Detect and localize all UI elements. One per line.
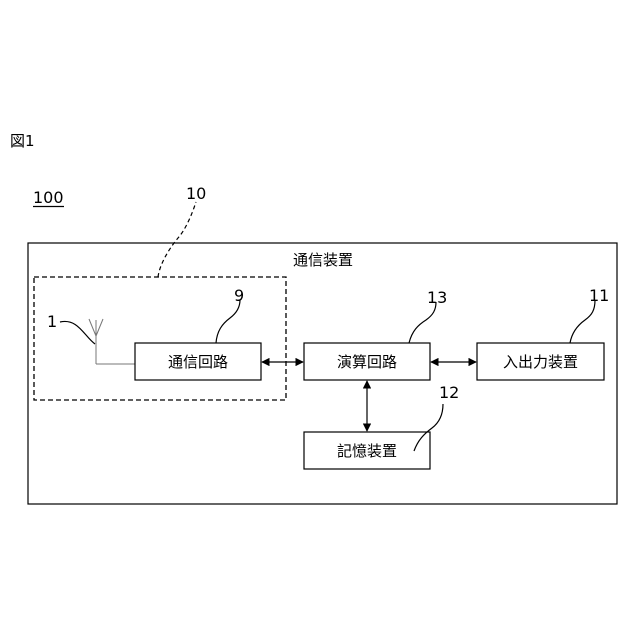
leader-line-11 bbox=[570, 300, 595, 343]
storage-device-label: 記憶装置 bbox=[304, 432, 430, 469]
ref-10-label: 10 bbox=[186, 186, 206, 202]
device-title: 通信装置 bbox=[293, 253, 353, 268]
io-device-label: 入出力装置 bbox=[477, 343, 604, 380]
communication-unit-boundary bbox=[34, 277, 286, 400]
ref-1-label: 1 bbox=[47, 314, 57, 330]
leader-line-10 bbox=[158, 202, 196, 277]
communication-circuit-label: 通信回路 bbox=[135, 343, 261, 380]
arithmetic-circuit-label: 演算回路 bbox=[304, 343, 430, 380]
leader-line-9 bbox=[216, 300, 240, 343]
figure-label: 図1 bbox=[10, 134, 35, 149]
ref-100-label: 100 bbox=[33, 190, 64, 206]
leader-line-1 bbox=[60, 321, 95, 344]
ref-9-label: 9 bbox=[234, 288, 244, 304]
ref-11-label: 11 bbox=[589, 288, 609, 304]
leader-line-13 bbox=[409, 302, 436, 343]
ref-12-label: 12 bbox=[439, 385, 459, 401]
antenna-icon bbox=[89, 319, 135, 364]
ref-13-label: 13 bbox=[427, 290, 447, 306]
